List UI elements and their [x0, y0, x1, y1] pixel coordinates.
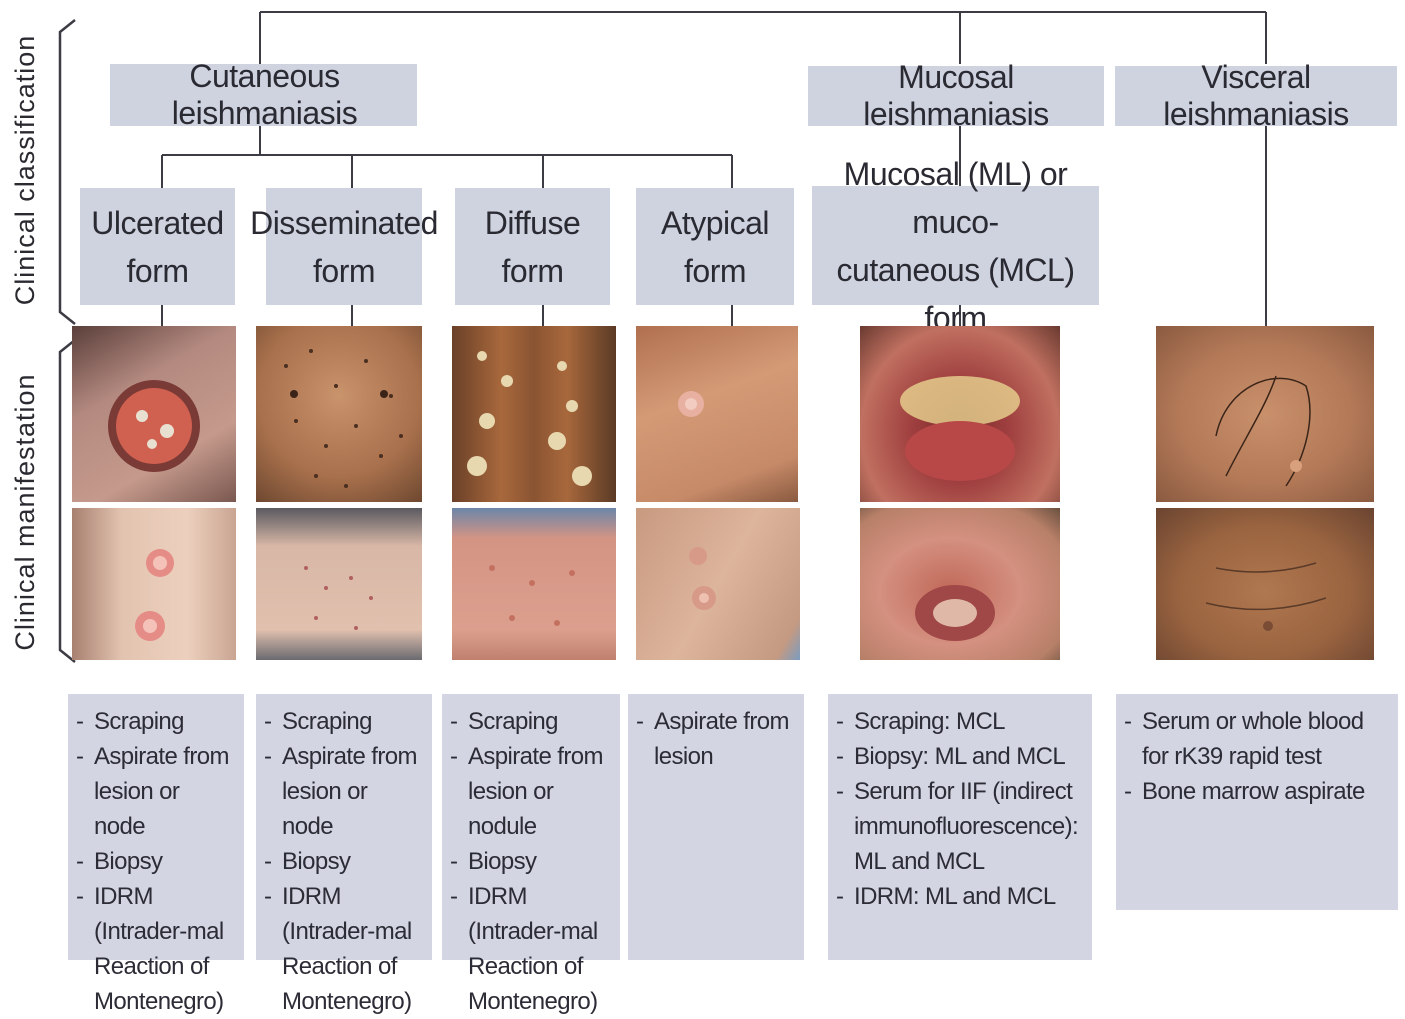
- mucosal-leishmaniasis-label: Mucosal leishmaniasis: [808, 59, 1104, 133]
- mucosal-sample-item: Scraping: MCL: [836, 704, 1084, 739]
- visceral-sample-item: Bone marrow aspirate: [1124, 774, 1390, 809]
- visceral-samples-box: Serum or whole blood for rK39 rapid test…: [1116, 694, 1398, 910]
- diffuse-photo-1: [452, 326, 616, 502]
- atypical-form-line-2: form: [684, 247, 746, 295]
- disseminated-photo-2: [256, 508, 422, 660]
- ulcerated-sample-item: Aspirate from lesion or node: [76, 739, 236, 844]
- mucosal-form-line-1: Mucosal (ML) or muco-: [812, 150, 1099, 246]
- disseminated-sample-item: Biopsy: [264, 844, 424, 879]
- ulcerated-photo-1: [72, 326, 236, 502]
- cutaneous-leishmaniasis-box: Cutaneous leishmaniasis: [110, 64, 417, 126]
- diffuse-sample-item: Aspirate from lesion or nodule: [450, 739, 612, 844]
- ulcerated-photo-2: [72, 508, 236, 660]
- diffuse-form-line-2: form: [502, 247, 564, 295]
- atypical-photo-1: [636, 326, 798, 502]
- nose-lesion-icon: [860, 508, 1060, 660]
- diffuse-photo-2: [452, 508, 616, 660]
- ulcerated-sample-item: Biopsy: [76, 844, 236, 879]
- atypical-form-box: Atypical form: [636, 188, 794, 305]
- visceral-sample-item: Serum or whole blood for rK39 rapid test: [1124, 704, 1390, 774]
- mucosal-samples-box: Scraping: MCL Biopsy: ML and MCL Serum f…: [828, 694, 1092, 960]
- disseminated-form-box: Disseminated form: [266, 188, 422, 305]
- mucosal-form-box: Mucosal (ML) or muco- cutaneous (MCL) fo…: [812, 186, 1099, 305]
- nodules-icon: [452, 326, 616, 502]
- diffuse-samples-box: Scraping Aspirate from lesion or nodule …: [442, 694, 620, 960]
- disseminated-sample-item: IDRM (Intrader-mal Reaction of Montenegr…: [264, 879, 424, 1019]
- diffuse-sample-item: Scraping: [450, 704, 612, 739]
- diffuse-form-box: Diffuse form: [455, 188, 610, 305]
- visceral-photo-2: [1156, 508, 1374, 660]
- mucosal-photo-2: [860, 508, 1060, 660]
- atypical-photo-2: [636, 508, 800, 660]
- visceral-leishmaniasis-label: Visceral leishmaniasis: [1115, 59, 1397, 133]
- atypical-sample-item: Aspirate from lesion: [636, 704, 796, 774]
- visceral-leishmaniasis-box: Visceral leishmaniasis: [1115, 66, 1397, 126]
- ulcerated-form-line-1: Ulcerated: [91, 199, 223, 247]
- disseminated-lesions-icon: [256, 326, 422, 502]
- ulcerated-form-box: Ulcerated form: [80, 188, 235, 305]
- back-icon: [452, 508, 616, 660]
- mouth-lesion-icon: [860, 326, 1060, 502]
- mucosal-sample-item: Serum for IIF (indirect immunofluorescen…: [836, 774, 1084, 879]
- mucosal-sample-item: IDRM: ML and MCL: [836, 879, 1084, 914]
- papule-icon: [636, 326, 798, 502]
- atypical-form-line-1: Atypical: [661, 199, 769, 247]
- mucosal-photo-1: [860, 326, 1060, 502]
- torso-icon: [256, 508, 422, 660]
- ulcerated-samples-box: Scraping Aspirate from lesion or node Bi…: [68, 694, 244, 960]
- clinical-classification-label: Clinical classification: [10, 15, 46, 325]
- disseminated-samples-box: Scraping Aspirate from lesion or node Bi…: [256, 694, 432, 960]
- ulcerated-form-line-2: form: [127, 247, 189, 295]
- disseminated-form-line-2: form: [313, 247, 375, 295]
- ulcer-lesions-icon: [72, 508, 236, 660]
- abdomen-icon: [1156, 508, 1374, 660]
- diffuse-sample-item: Biopsy: [450, 844, 612, 879]
- disseminated-photo-1: [256, 326, 422, 502]
- diffuse-sample-item: IDRM (Intrader-mal Reaction of Montenegr…: [450, 879, 612, 1019]
- disseminated-sample-item: Aspirate from lesion or node: [264, 739, 424, 844]
- ulcerated-sample-item: Scraping: [76, 704, 236, 739]
- disseminated-form-line-1: Disseminated: [250, 199, 438, 247]
- mucosal-sample-item: Biopsy: ML and MCL: [836, 739, 1084, 774]
- mucosal-leishmaniasis-box: Mucosal leishmaniasis: [808, 66, 1104, 126]
- ulcer-lesion-icon: [72, 326, 236, 502]
- ulcerated-sample-item: IDRM (Intrader-mal Reaction of Montenegr…: [76, 879, 236, 1019]
- diffuse-form-line-1: Diffuse: [485, 199, 581, 247]
- clinical-manifestation-label: Clinical manifestation: [10, 347, 46, 677]
- disseminated-sample-item: Scraping: [264, 704, 424, 739]
- papules-icon: [636, 508, 800, 660]
- visceral-photo-1: [1156, 326, 1374, 502]
- atypical-samples-box: Aspirate from lesion: [628, 694, 804, 960]
- cutaneous-leishmaniasis-label: Cutaneous leishmaniasis: [110, 58, 417, 132]
- enlarged-abdomen-icon: [1156, 326, 1374, 502]
